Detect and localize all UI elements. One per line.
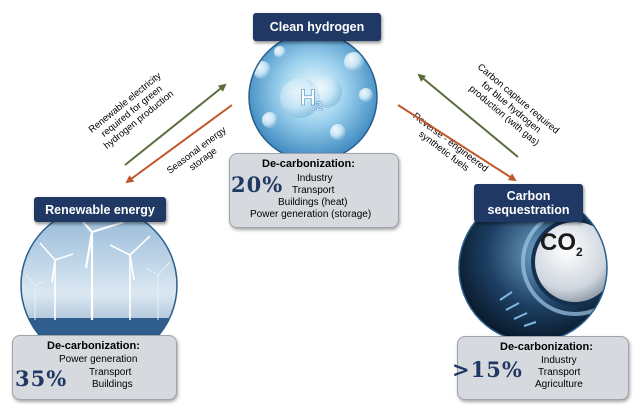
carbon-info-box: De-carbonization: Industry >15% Transpor… (452, 336, 629, 400)
arrow-hydrogen-to-carbon (397, 104, 517, 182)
h2-molecule-icon: H 2 (248, 32, 378, 162)
carbon-title-line: Carbon (506, 189, 551, 203)
arrow-carbon-to-hydrogen (417, 73, 519, 158)
carbon-item: Industry (541, 355, 577, 366)
carbon-sequestration-title: Carbon sequestration (474, 184, 583, 222)
hydrogen-item: Transport (292, 185, 335, 196)
renewable-item: Buildings (92, 379, 133, 390)
renewable-energy-title: Renewable energy (34, 197, 166, 222)
renewable-energy-title-text: Renewable energy (45, 202, 155, 217)
hydrogen-item: Industry (297, 173, 333, 184)
renewable-item: Transport (89, 367, 132, 378)
carbon-item: Transport (538, 367, 581, 378)
renewable-heading: De-carbonization: (47, 340, 140, 352)
clean-hydrogen-title: Clean hydrogen (253, 13, 381, 41)
svg-text:2: 2 (316, 99, 323, 113)
arrow-hydrogen-to-renewable (125, 104, 233, 184)
hydrogen-item: Power generation (storage) (250, 209, 372, 220)
renewable-info-box: De-carbonization: Power generation 35% T… (12, 335, 177, 400)
carbon-title-line: sequestration (487, 203, 570, 217)
carbon-heading: De-carbonization: (500, 341, 593, 353)
hydrogen-heading: De-carbonization: (262, 158, 355, 170)
renewable-percent: 35% (15, 366, 68, 391)
carbon-item: Agriculture (535, 379, 583, 390)
svg-text:H: H (300, 85, 316, 110)
svg-text:2: 2 (576, 245, 583, 259)
hydrogen-item: Buildings (heat) (278, 197, 348, 208)
hydrogen-info-box: De-carbonization: 20% Industry Transport… (229, 153, 399, 228)
renewable-item: Power generation (59, 354, 138, 365)
clean-hydrogen-title-text: Clean hydrogen (269, 20, 365, 34)
hydrogen-percent: 20% (231, 172, 284, 197)
arrow-renewable-to-hydrogen (124, 83, 227, 166)
carbon-percent: >15% (452, 357, 523, 382)
svg-text:CO: CO (540, 229, 576, 256)
